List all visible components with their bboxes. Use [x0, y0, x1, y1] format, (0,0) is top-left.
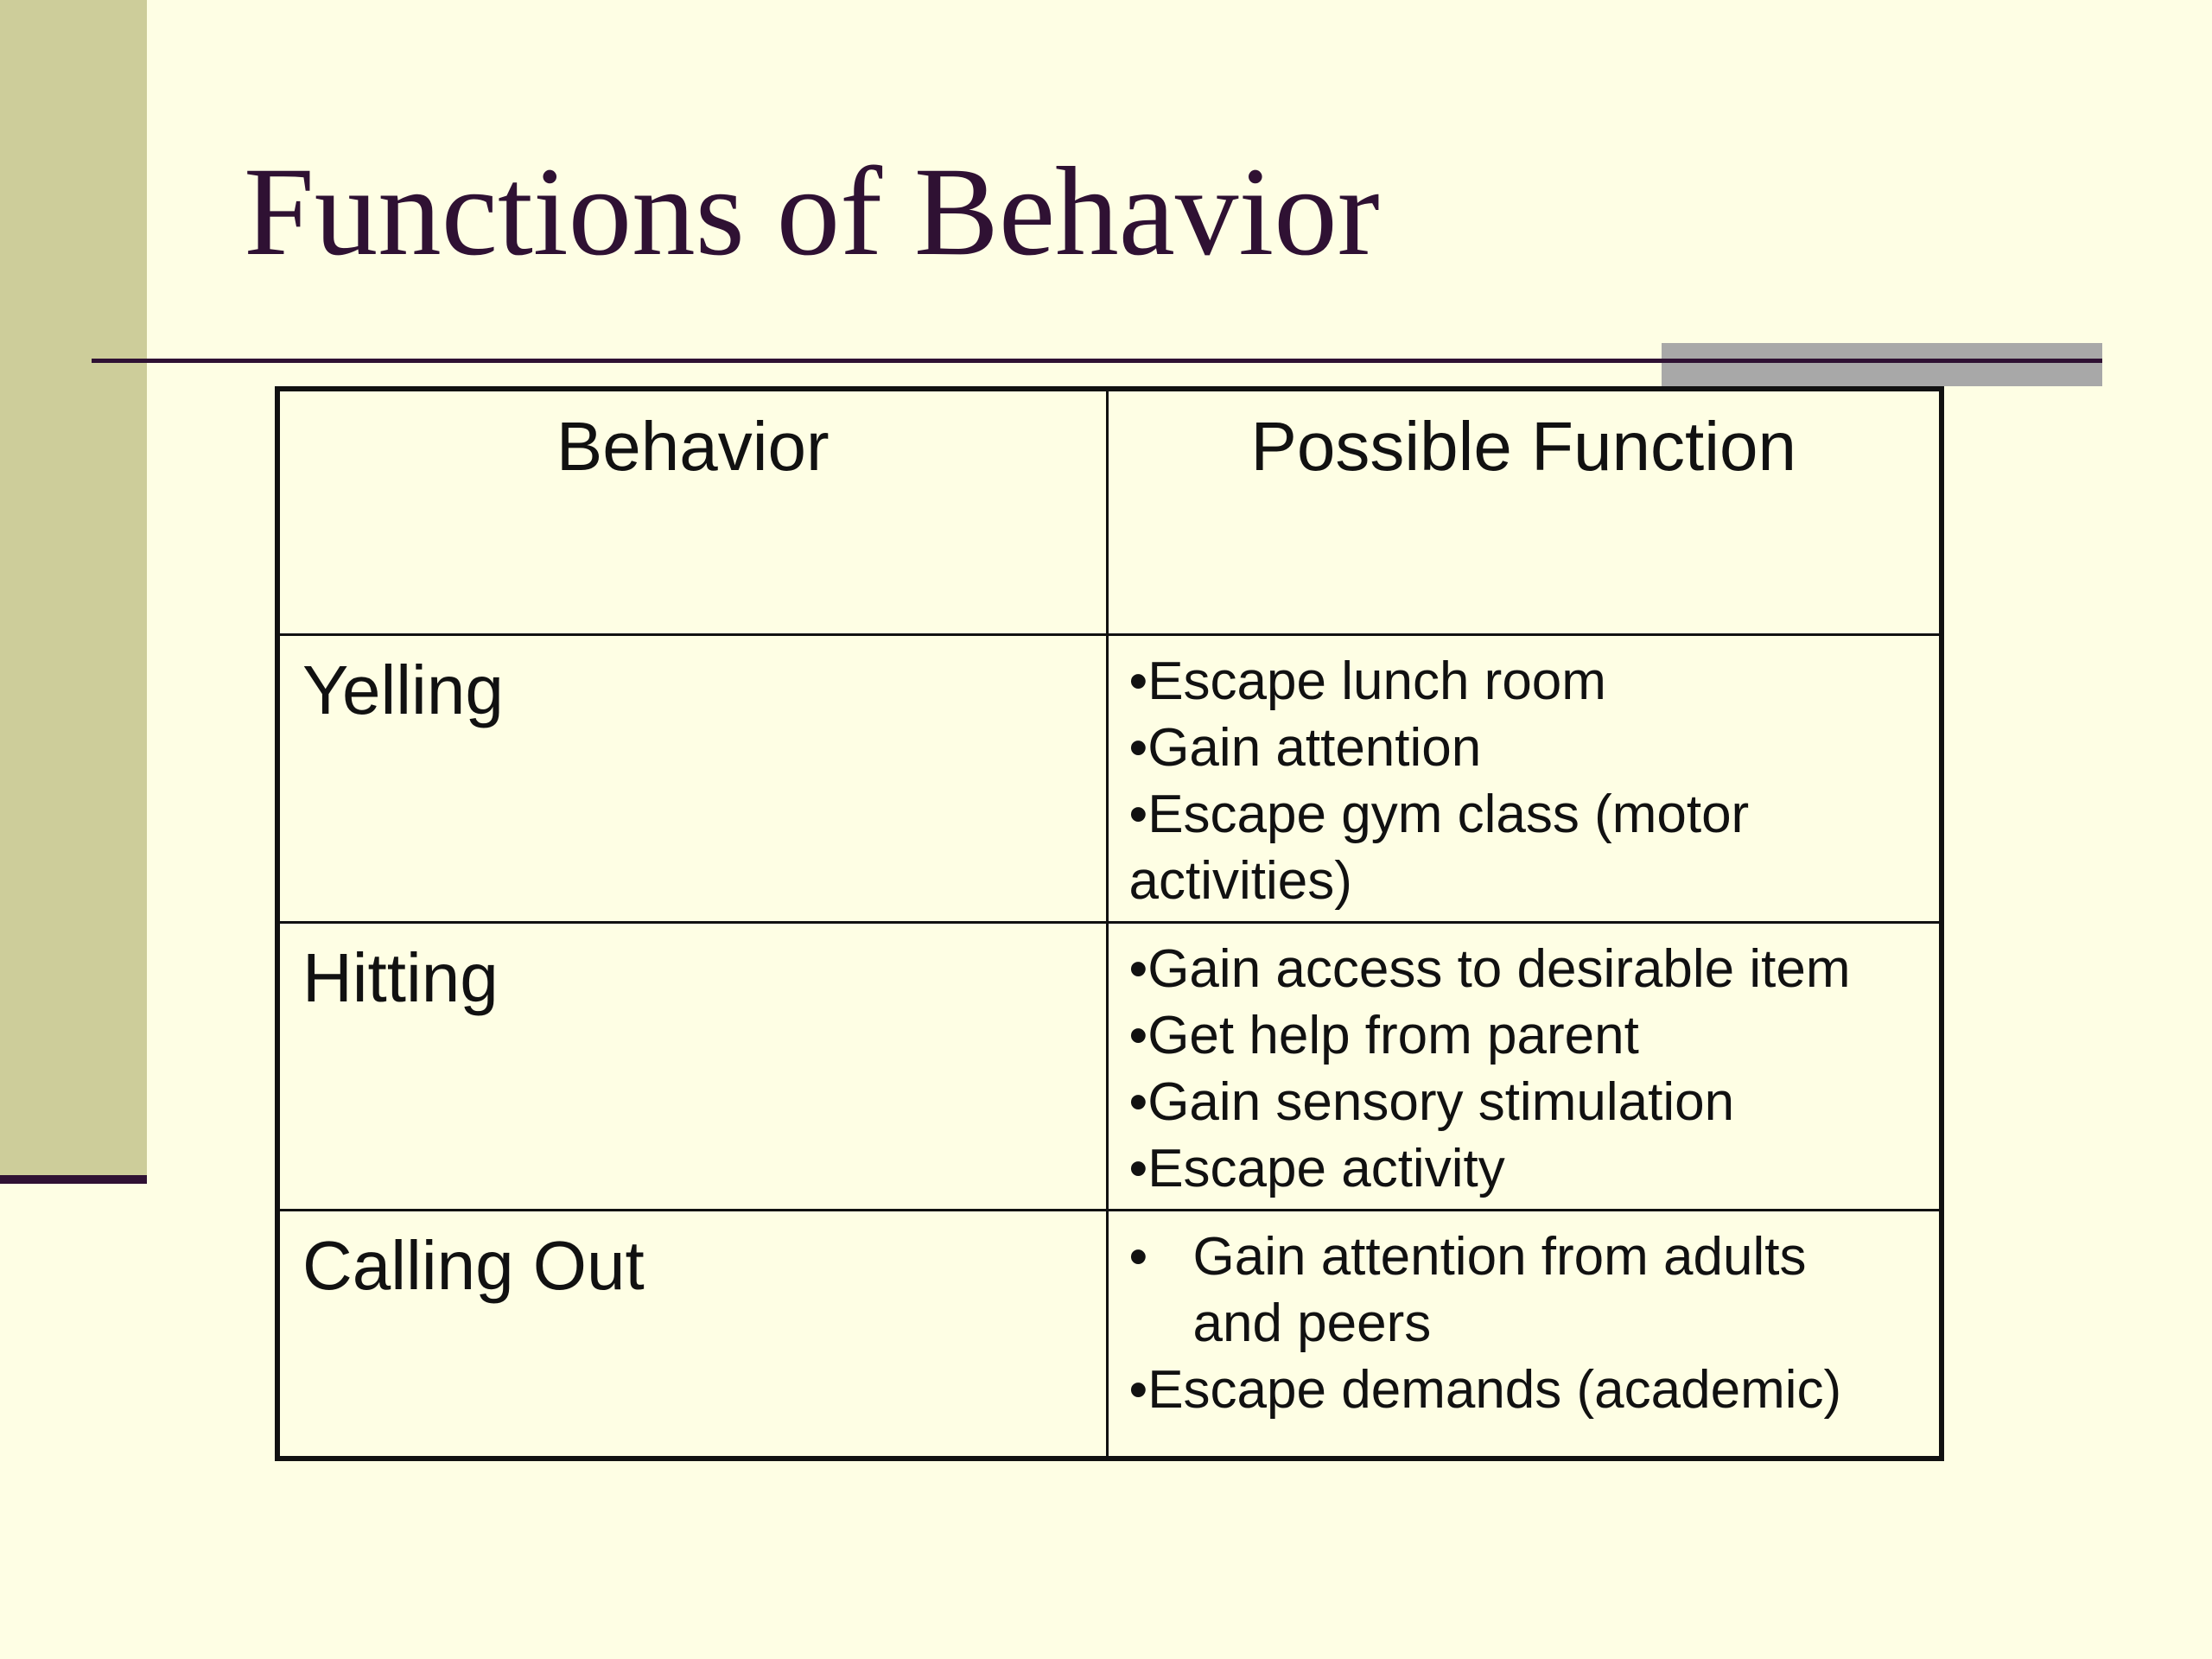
function-item: •Escape gym class (motor: [1128, 784, 1750, 844]
header-behavior: Behavior: [276, 387, 1109, 636]
decorative-side-rule: [0, 1175, 147, 1184]
function-cell-calling-out: • Gain attention from adults and peers •…: [1105, 1208, 1943, 1460]
behavior-cell-hitting: Hitting: [276, 920, 1109, 1211]
function-item: •Escape lunch room: [1128, 651, 1606, 711]
function-item: •Get help from parent: [1128, 1005, 1639, 1065]
decorative-side-bar: [0, 0, 147, 1175]
behavior-function-table: Behavior Possible Function Yelling •Esca…: [275, 386, 1944, 1461]
bullet-glyph: •: [1128, 1226, 1148, 1287]
title-divider-line: [92, 359, 2102, 363]
behavior-cell-calling-out: Calling Out: [276, 1208, 1109, 1460]
table-header-row: Behavior Possible Function: [276, 387, 1943, 636]
function-cell-hitting: •Gain access to desirable item •Get help…: [1105, 920, 1943, 1211]
function-item: and peers: [1192, 1293, 1432, 1353]
table-row: Yelling •Escape lunch room •Gain attenti…: [276, 632, 1943, 924]
function-item: •Gain access to desirable item: [1128, 938, 1851, 999]
function-item: •Escape activity: [1128, 1138, 1505, 1198]
header-possible-function: Possible Function: [1105, 387, 1943, 636]
table-row: Hitting •Gain access to desirable item •…: [276, 920, 1943, 1211]
function-item: •Escape demands (academic): [1128, 1359, 1842, 1420]
function-item: •Gain attention: [1128, 717, 1482, 778]
table-row: Calling Out • Gain attention from adults…: [276, 1208, 1943, 1460]
function-item: •Gain sensory stimulation: [1128, 1071, 1735, 1132]
function-bullet-text: Gain attention from adults and peers: [1193, 1224, 1807, 1357]
behavior-cell-yelling: Yelling: [276, 632, 1109, 924]
function-cell-yelling: •Escape lunch room •Gain attention •Esca…: [1105, 632, 1943, 924]
slide-title: Functions of Behavior: [244, 141, 1380, 282]
function-item: activities): [1128, 850, 1352, 911]
function-item: Gain attention from adults: [1192, 1226, 1807, 1287]
decorative-accent-block: [1662, 343, 2102, 386]
function-bullet-item: • Gain attention from adults and peers: [1129, 1224, 1923, 1357]
